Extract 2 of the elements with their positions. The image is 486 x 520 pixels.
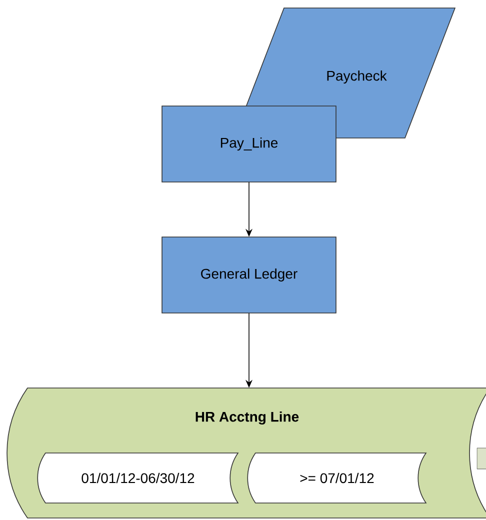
process-box: Pay_Line [162, 106, 336, 182]
process-box: General Ledger [162, 236, 336, 314]
